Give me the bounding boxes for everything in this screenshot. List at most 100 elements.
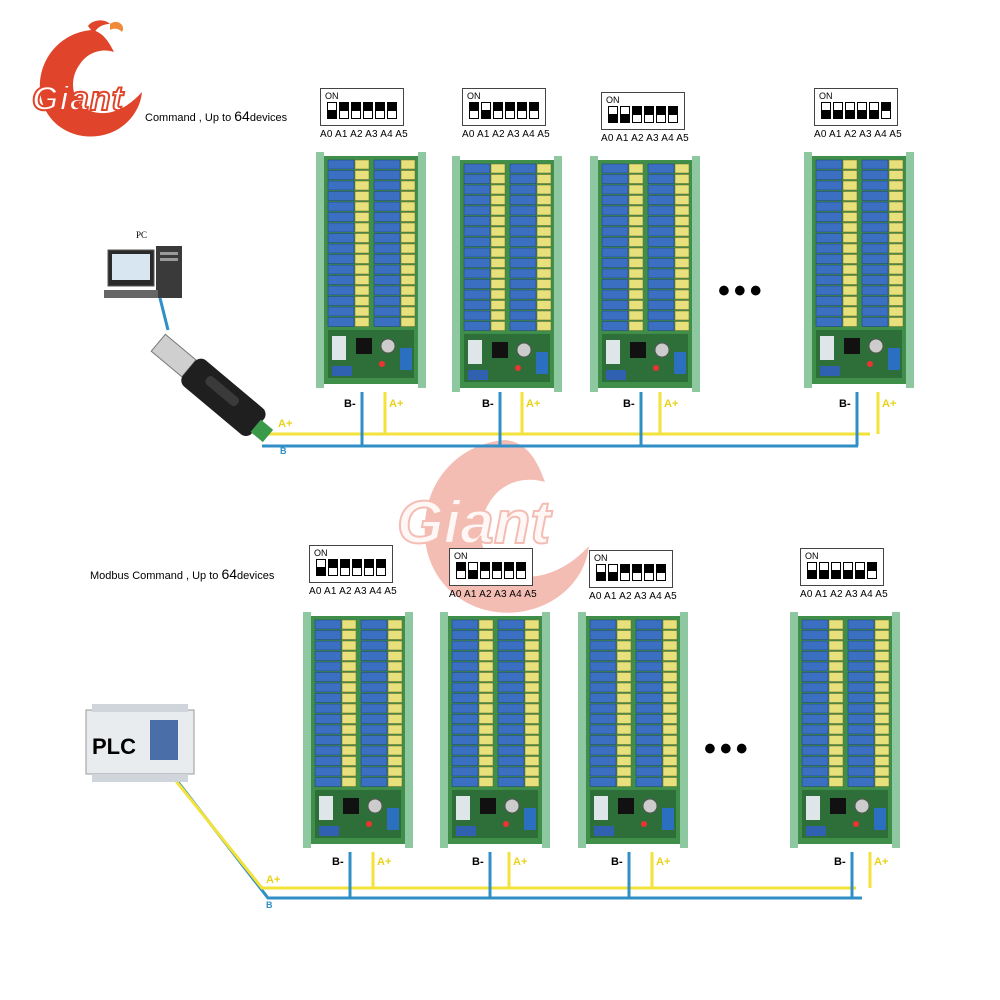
- plc-b-label: B: [266, 900, 273, 910]
- dip-toggle-A4: [517, 102, 527, 119]
- bottom-b-label-3: B-: [611, 856, 623, 868]
- dip-toggle-A1: [833, 102, 843, 119]
- dip-on-label: ON: [314, 548, 328, 558]
- dip-toggle-A2: [831, 562, 841, 579]
- dip-toggle-A3: [352, 559, 362, 576]
- dip-toggle-A1: [468, 562, 478, 579]
- dip-on-label: ON: [325, 91, 339, 101]
- plc-a-label: A+: [266, 874, 281, 886]
- dip-toggle-A4: [375, 102, 385, 119]
- dip-toggle-A4: [364, 559, 374, 576]
- dip-toggle-A4: [644, 564, 654, 581]
- dip-switch-body: ON: [601, 92, 685, 130]
- bottom-bus-a-wire: [170, 775, 856, 890]
- bottom-caption-prefix: Modbus Command , Up to: [90, 570, 222, 582]
- dip-toggle-A5: [867, 562, 877, 579]
- dip-toggle-A4: [656, 106, 666, 123]
- dip-on-label: ON: [606, 95, 620, 105]
- bottom-bus: [170, 775, 872, 900]
- dip-toggle-A0: [608, 106, 618, 123]
- top-a-label-1: A+: [389, 398, 404, 410]
- dip-pin-labels: A0 A1 A2 A3 A4 A5: [601, 133, 689, 144]
- dip-toggle-A0: [807, 562, 817, 579]
- top-relay-board-4: [804, 152, 914, 388]
- dip-on-label: ON: [594, 553, 608, 563]
- dip-toggle-A5: [387, 102, 397, 119]
- dip-toggle-A4: [504, 562, 514, 579]
- dip-toggle-A1: [608, 564, 618, 581]
- plc-icon: [85, 704, 195, 782]
- top-relay-board-2: [452, 156, 562, 392]
- dip-switch-body: ON: [309, 545, 393, 583]
- top-bus: [262, 392, 880, 448]
- dip-toggle-A5: [656, 564, 666, 581]
- bottom-b-label-2: B-: [472, 856, 484, 868]
- dip-toggle-A3: [857, 102, 867, 119]
- dip-toggle-A5: [668, 106, 678, 123]
- dip-toggle-A0: [316, 559, 326, 576]
- dip-toggle-A4: [869, 102, 879, 119]
- dip-toggle-A1: [481, 102, 491, 119]
- bottom-a-label-2: A+: [513, 856, 528, 868]
- bottom-relay-board-3: [578, 612, 688, 848]
- bottom-relay-board-1: [303, 612, 413, 848]
- top-b-label-4: B-: [839, 398, 851, 410]
- top-more-devices-ellipsis: •••: [718, 272, 766, 310]
- dip-toggle-A2: [493, 102, 503, 119]
- dip-pin-labels: A0 A1 A2 A3 A4 A5: [589, 591, 677, 602]
- dip-toggle-A5: [516, 562, 526, 579]
- dip-toggle-A2: [845, 102, 855, 119]
- dip-on-label: ON: [805, 551, 819, 561]
- bottom-dip-switch-1: ON A0 A1 A2 A3 A4 A5: [309, 545, 397, 597]
- dip-toggle-A5: [881, 102, 891, 119]
- dip-pin-labels: A0 A1 A2 A3 A4 A5: [449, 589, 537, 600]
- dip-toggle-A0: [456, 562, 466, 579]
- dip-on-label: ON: [454, 551, 468, 561]
- dip-toggle-A3: [505, 102, 515, 119]
- dip-toggle-A0: [469, 102, 479, 119]
- dip-toggle-A0: [596, 564, 606, 581]
- top-b-label-2: B-: [482, 398, 494, 410]
- dip-switch-body: ON: [814, 88, 898, 126]
- dip-switch-body: ON: [462, 88, 546, 126]
- bottom-b-label-1: B-: [332, 856, 344, 868]
- top-b-label-3: B-: [623, 398, 635, 410]
- top-a-label-4: A+: [882, 398, 897, 410]
- dip-toggle-A2: [340, 559, 350, 576]
- dip-on-label: ON: [819, 91, 833, 101]
- dip-toggle-A4: [855, 562, 865, 579]
- dip-switch-body: ON: [800, 548, 884, 586]
- dip-toggle-A3: [632, 564, 642, 581]
- top-dip-switch-4: ON A0 A1 A2 A3 A4 A5: [814, 88, 902, 140]
- dip-toggle-A2: [480, 562, 490, 579]
- dip-toggle-A1: [620, 106, 630, 123]
- dip-toggle-A2: [351, 102, 361, 119]
- dip-toggle-A1: [339, 102, 349, 119]
- bottom-dip-switch-3: ON A0 A1 A2 A3 A4 A5: [589, 550, 677, 602]
- dip-toggle-A1: [328, 559, 338, 576]
- dip-toggle-A3: [492, 562, 502, 579]
- bottom-more-devices-ellipsis: •••: [704, 730, 752, 768]
- dip-switch-body: ON: [320, 88, 404, 126]
- dip-toggle-A0: [821, 102, 831, 119]
- bottom-a-label-3: A+: [656, 856, 671, 868]
- bottom-caption-suffix: devices: [237, 570, 275, 582]
- top-relay-board-3: [590, 156, 700, 392]
- dip-toggle-A5: [376, 559, 386, 576]
- dip-toggle-A5: [529, 102, 539, 119]
- top-caption: Command , Up to 64devices: [145, 108, 287, 124]
- top-caption-suffix: devices: [249, 112, 288, 124]
- dip-pin-labels: A0 A1 A2 A3 A4 A5: [814, 129, 902, 140]
- top-a-label-2: A+: [526, 398, 541, 410]
- bottom-caption: Modbus Command , Up to 64devices: [90, 566, 274, 582]
- adapter-b-label: B: [280, 446, 287, 456]
- bottom-caption-number: 64: [221, 566, 238, 582]
- dip-pin-labels: A0 A1 A2 A3 A4 A5: [309, 586, 397, 597]
- dip-toggle-A0: [327, 102, 337, 119]
- plc-label: PLC: [92, 734, 136, 759]
- dip-switch-body: ON: [589, 550, 673, 588]
